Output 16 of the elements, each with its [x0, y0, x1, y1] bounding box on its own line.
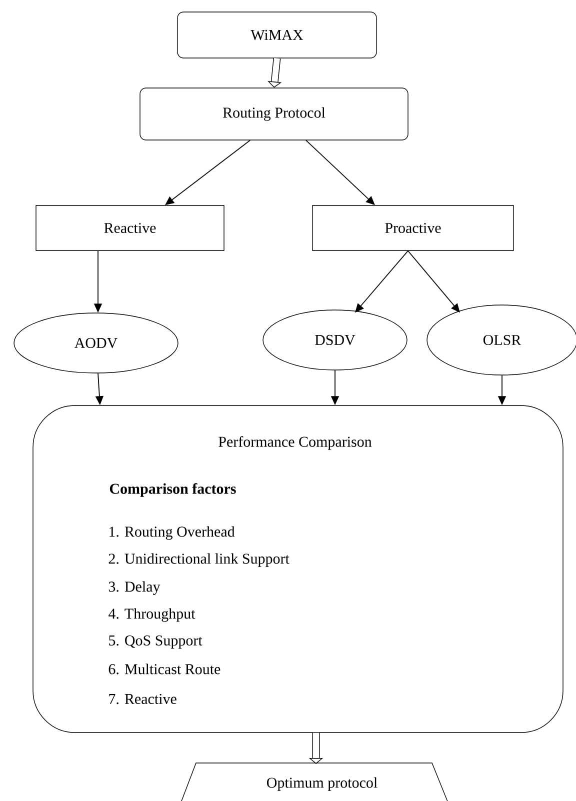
list-heading: Comparison factors — [110, 483, 236, 497]
process-box: Proactive — [312, 205, 514, 251]
rounded-box: WiMAX — [177, 12, 377, 58]
list-item: 2. Unidirectional link Support — [108, 553, 290, 567]
ellipse-node: AODV — [14, 312, 178, 374]
list-item: 4. Throughput — [108, 608, 196, 622]
trapezoid-box: Optimum protocol — [180, 762, 450, 801]
list-item: 3. Delay — [108, 581, 160, 595]
process-box: Reactive — [36, 205, 224, 251]
list-item: 5. QoS Support — [109, 635, 202, 649]
list-item: 1. Routing Overhead — [110, 526, 235, 540]
box-heading: Performance Comparison — [218, 436, 372, 450]
rounded-box: Routing Protocol — [140, 88, 408, 140]
ellipse-node: DSDV — [262, 310, 408, 370]
list-item: 6. Multicast Route — [108, 664, 220, 674]
list-item: 7. Reactive — [109, 694, 176, 704]
